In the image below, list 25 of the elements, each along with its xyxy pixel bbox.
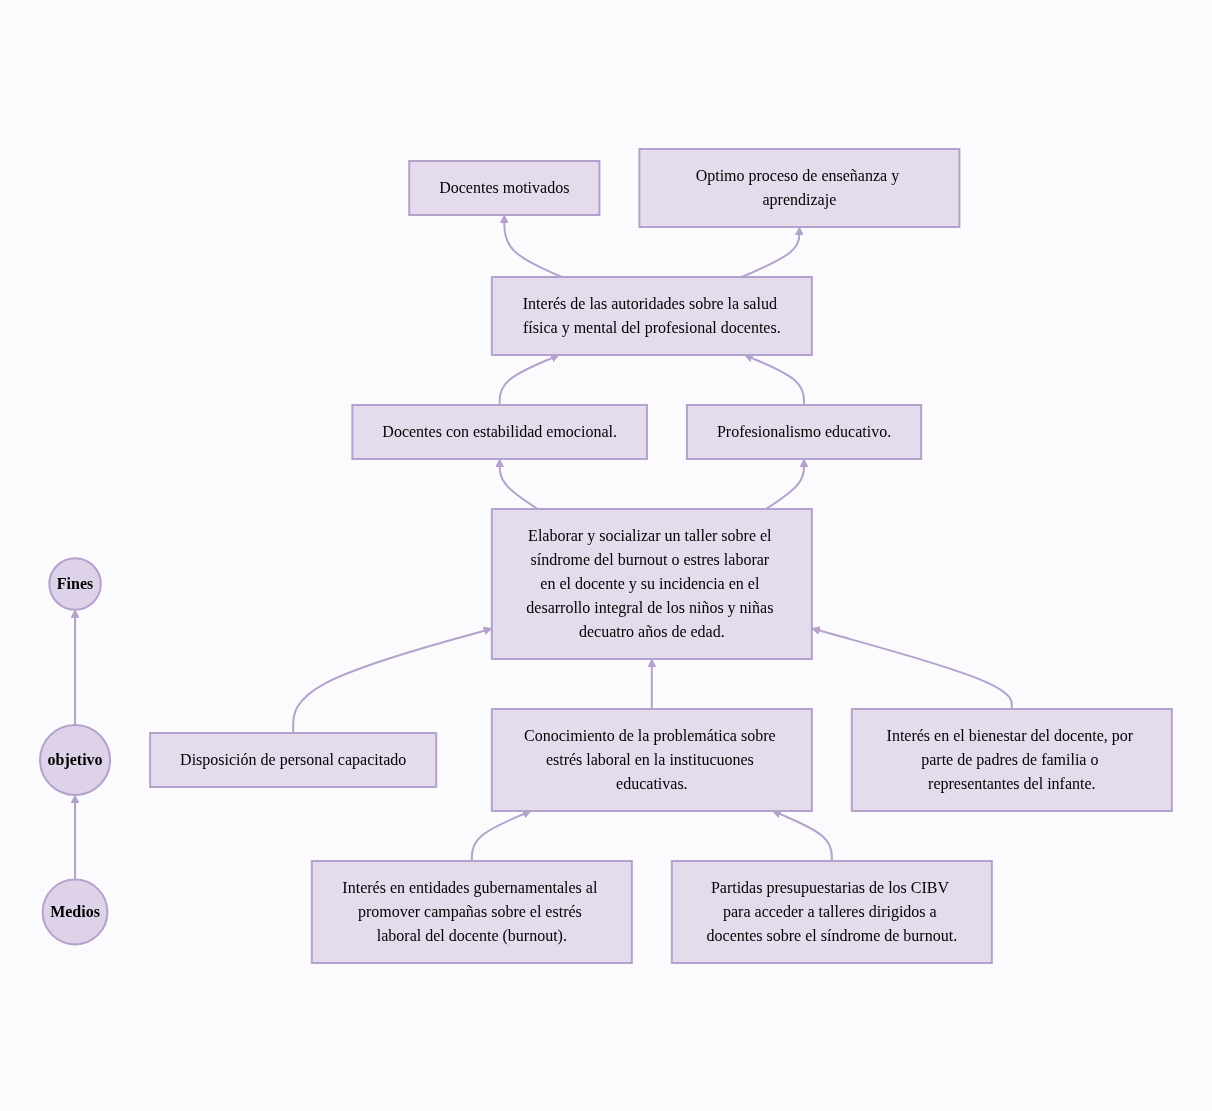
node-box: Interés en el bienestar del docente, por parte de padres de familia o representantes del infante.	[850, 707, 1173, 812]
node-circle: Medios	[41, 878, 109, 945]
node-box: Profesionalismo educativo.	[686, 403, 923, 460]
arrow	[495, 458, 539, 510]
node-box: Docentes motivados	[408, 159, 601, 216]
node-box: Docentes con estabilidad emocional.	[351, 403, 649, 460]
node-box: Partidas presupuestarias de los CIBV para acceder a talleres dirigidos a docentes sobre el síndrome de burnout.	[670, 859, 993, 964]
node-circle: Fines	[48, 556, 102, 611]
node-circle: objetivo	[39, 723, 112, 796]
node-box: Interés de las autoridades sobre la salud física y mental del profesional docentes.	[490, 275, 813, 356]
node-box: Conocimiento de la problemática sobre estrés laboral en la institucuones educativas.	[490, 707, 813, 812]
node-box: Optimo proceso de enseñanza y aprendizaje	[638, 147, 961, 228]
arrow	[811, 625, 1013, 710]
arrow	[70, 608, 80, 726]
arrow	[744, 353, 806, 406]
node-box: Interés en entidades gubernamentales al promover campañas sobre el estrés laboral del docente (burnout).	[310, 859, 633, 964]
arrow	[765, 458, 809, 510]
arrow	[500, 214, 563, 278]
arrow	[498, 353, 560, 406]
arrow	[772, 809, 833, 862]
arrow	[470, 809, 532, 862]
arrow	[647, 658, 657, 710]
node-box: Disposición de personal capacitado	[149, 731, 438, 788]
arrow	[70, 794, 80, 881]
node-box: Elaborar y socializar un taller sobre el síndrome del burnout o estres laborar en el docente y su incidencia en el desarrollo integral de los niños y niñas decuatro años de edad.	[490, 507, 813, 660]
